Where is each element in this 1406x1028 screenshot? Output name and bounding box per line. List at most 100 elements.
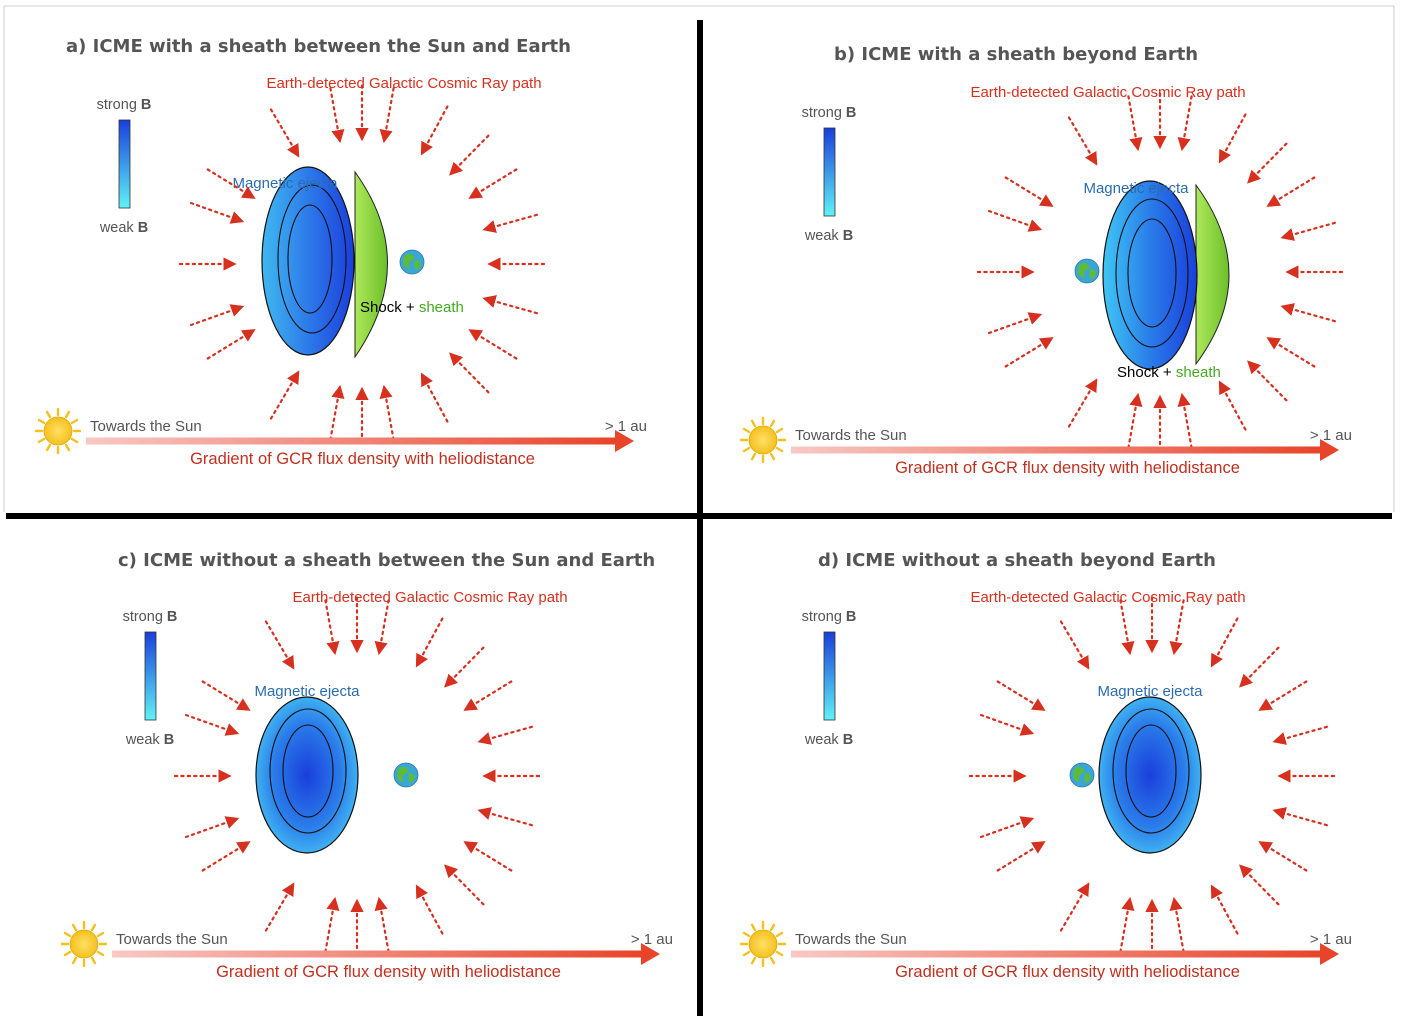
gcr-arrow xyxy=(1169,599,1185,656)
flux-rope-contour-inner xyxy=(282,724,334,818)
strong-word: strong xyxy=(123,609,163,625)
flux-rope-contour-outer xyxy=(1112,708,1190,834)
gcr-arrow xyxy=(1239,646,1280,688)
b-symbol: B xyxy=(843,732,853,748)
b-symbol: B xyxy=(843,228,853,244)
gcr-arrow xyxy=(1119,599,1135,656)
gcr-arrow xyxy=(420,105,449,156)
magnetic-ejecta xyxy=(261,166,355,356)
towards-sun-label: Towards the Sun xyxy=(90,418,202,435)
earth-icon xyxy=(399,249,425,275)
gcr-arrow xyxy=(329,384,345,441)
strong-b-label: strong B xyxy=(802,105,857,121)
gcr-arrow xyxy=(1004,176,1054,207)
strong-b-label: strong B xyxy=(123,609,178,625)
panel-title: a) ICME with a sheath between the Sun an… xyxy=(66,36,571,57)
shock-sheath-label: Shock + sheath xyxy=(1117,364,1221,381)
gcr-arrow xyxy=(1067,378,1098,428)
gradient-label: Gradient of GCR flux density with heliod… xyxy=(895,459,1240,477)
earth-icon xyxy=(1069,762,1095,788)
gcr-arrow xyxy=(1266,337,1316,368)
gcr-arrow xyxy=(1059,620,1090,670)
towards-sun-label: Towards the Sun xyxy=(116,931,228,948)
shock-word: Shock xyxy=(1117,364,1159,381)
gcr-arrows xyxy=(178,84,546,444)
b-symbol: B xyxy=(846,105,856,121)
b-symbol: B xyxy=(167,609,177,625)
panel-title: c) ICME without a sheath between the Sun… xyxy=(118,550,655,571)
gcr-arrow xyxy=(979,713,1035,736)
gcr-gradient-arrow-head xyxy=(615,430,634,452)
gcr-arrow xyxy=(1280,303,1337,323)
panel-d: d) ICME without a sheath beyond EarthEar… xyxy=(739,550,1352,981)
magnetic-ejecta xyxy=(1098,696,1202,854)
gcr-path-label: Earth-detected Galactic Cosmic Ray path xyxy=(970,589,1245,606)
field-strength-bar xyxy=(823,127,836,217)
panel-title: b) ICME with a sheath beyond Earth xyxy=(834,44,1198,65)
gcr-gradient-arrow-head xyxy=(1320,439,1339,461)
gcr-arrow xyxy=(1258,841,1308,872)
plus-sign: + xyxy=(402,299,419,316)
gcr-arrow xyxy=(189,201,245,224)
weak-b-label: weak B xyxy=(125,732,174,748)
sun-icon xyxy=(739,920,787,968)
sheath-word: sheath xyxy=(1176,364,1221,381)
earth-icon xyxy=(1074,258,1100,284)
sheath-region xyxy=(1195,183,1230,366)
gcr-path-label: Earth-detected Galactic Cosmic Ray path xyxy=(970,84,1245,101)
gcr-arrow xyxy=(1272,807,1329,827)
strong-b-label: strong B xyxy=(97,97,152,113)
gcr-arrow xyxy=(1266,176,1316,207)
gcr-arrow xyxy=(1239,864,1280,906)
gcr-arrow xyxy=(996,841,1046,872)
gcr-gradient-arrow-shaft xyxy=(86,437,615,445)
gcr-arrow xyxy=(1247,360,1288,402)
gcr-arrow xyxy=(463,680,513,711)
strong-word: strong xyxy=(802,105,842,121)
gcr-arrow xyxy=(415,884,444,935)
gcr-arrow xyxy=(379,384,395,441)
sun-icon xyxy=(739,416,787,464)
gcr-arrow xyxy=(1218,380,1247,431)
gcr-gradient-arrow-shaft xyxy=(791,950,1320,958)
strong-b-label: strong B xyxy=(802,609,857,625)
gcr-arrow xyxy=(987,209,1043,232)
b-symbol: B xyxy=(164,732,174,748)
weak-b-label: weak B xyxy=(99,220,148,236)
gcr-path-label: Earth-detected Galactic Cosmic Ray path xyxy=(292,589,567,606)
panel-c: c) ICME without a sheath between the Sun… xyxy=(60,550,673,981)
gcr-arrow xyxy=(415,617,444,668)
gcr-arrow xyxy=(1177,95,1193,152)
flux-rope-contour-inner xyxy=(1125,724,1177,818)
sun-icon xyxy=(34,407,82,455)
weak-b-label: weak B xyxy=(804,732,853,748)
gcr-arrow xyxy=(444,646,485,688)
field-strength-bar xyxy=(823,631,836,721)
gcr-arrow xyxy=(1119,896,1135,953)
sheath-region xyxy=(354,170,388,359)
one-au-label: > 1 au xyxy=(631,931,673,948)
gcr-arrow xyxy=(1127,95,1143,152)
gcr-arrow xyxy=(329,87,345,144)
one-au-label: > 1 au xyxy=(1310,931,1352,948)
gcr-arrow xyxy=(201,841,251,872)
sun-icon xyxy=(60,920,108,968)
field-strength-bar xyxy=(144,631,157,721)
gcr-arrow xyxy=(264,620,295,670)
gcr-arrow xyxy=(269,108,300,158)
weak-b-label: weak B xyxy=(804,228,853,244)
gcr-arrow xyxy=(482,295,539,315)
gcr-arrow xyxy=(324,896,340,953)
gcr-gradient-arrow-head xyxy=(641,943,660,965)
panel-b: b) ICME with a sheath beyond EarthEarth-… xyxy=(739,44,1352,477)
magnetic-ejecta-label: Magnetic ejecta xyxy=(232,175,338,192)
gcr-arrow xyxy=(184,713,240,736)
gcr-arrow xyxy=(1169,896,1185,953)
gcr-arrow xyxy=(1210,884,1239,935)
gcr-arrow xyxy=(987,312,1043,335)
gcr-path-label: Earth-detected Galactic Cosmic Ray path xyxy=(266,75,541,92)
gcr-arrow xyxy=(324,599,340,656)
magnetic-ejecta xyxy=(1102,180,1198,370)
gcr-arrow xyxy=(379,87,395,144)
